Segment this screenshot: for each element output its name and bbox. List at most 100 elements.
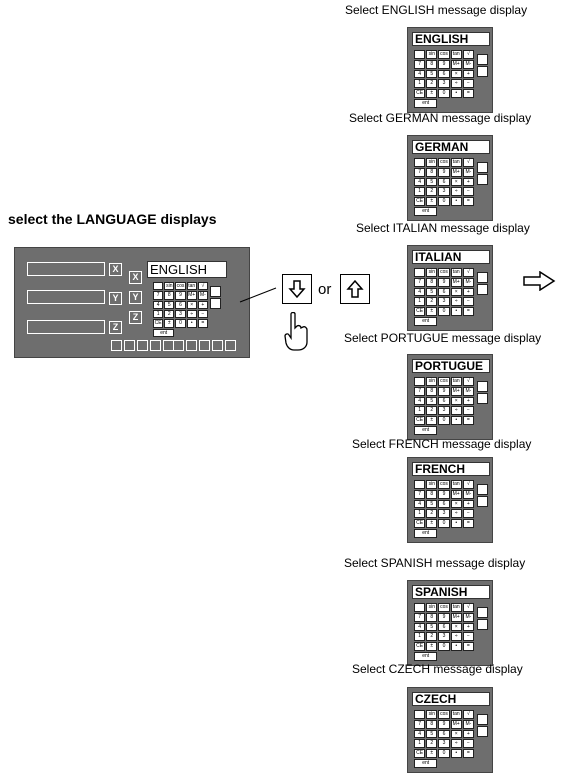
keypad-key[interactable]: 3 — [438, 187, 450, 197]
keypad-key[interactable]: + — [197, 300, 208, 309]
keypad-key[interactable]: ± — [426, 89, 438, 99]
keypad-key[interactable]: 3 — [438, 632, 450, 642]
side-key[interactable] — [477, 162, 488, 173]
keypad-key[interactable]: sin — [426, 603, 438, 612]
keypad-key[interactable]: 6 — [438, 499, 450, 509]
keypad-key[interactable]: ÷ — [450, 187, 462, 197]
up-arrow-key[interactable] — [340, 274, 370, 304]
side-key[interactable] — [477, 174, 488, 185]
keypad-key[interactable]: M+ — [450, 59, 462, 69]
keypad-key[interactable]: ent — [153, 328, 175, 337]
keypad-key[interactable]: sin — [426, 268, 438, 277]
keypad-key[interactable]: ent — [414, 426, 438, 435]
keypad-key[interactable]: 3 — [438, 79, 450, 89]
keypad-key[interactable]: M- — [197, 291, 208, 300]
keypad-key[interactable]: 5 — [426, 69, 438, 79]
keypad-key[interactable]: 5 — [164, 300, 175, 309]
keypad-key[interactable]: × — [186, 300, 197, 309]
keypad-key[interactable]: √ — [197, 282, 208, 291]
keypad-key[interactable]: M+ — [450, 719, 462, 729]
keypad-key[interactable]: tan — [450, 158, 462, 167]
keypad-key[interactable]: ent — [414, 759, 438, 768]
panel-side-key[interactable] — [210, 298, 221, 309]
keypad-key[interactable]: ent — [414, 529, 438, 538]
keypad-key[interactable]: 9 — [438, 612, 450, 622]
keypad-key[interactable]: = — [197, 319, 208, 328]
keypad-key[interactable]: 6 — [438, 287, 450, 297]
keypad-key[interactable]: 6 — [438, 622, 450, 632]
keypad-key[interactable]: 2 — [426, 297, 438, 307]
keypad-key[interactable]: 0 — [175, 319, 186, 328]
function-key[interactable] — [212, 340, 223, 351]
keypad-key[interactable]: 0 — [438, 416, 450, 426]
keypad-key[interactable]: × — [450, 729, 462, 739]
side-key[interactable] — [477, 393, 488, 404]
keypad-key[interactable]: 3 — [438, 406, 450, 416]
keypad-key[interactable]: √ — [462, 480, 474, 489]
keypad-key[interactable]: 4 — [414, 177, 426, 187]
keypad-key[interactable]: 2 — [426, 187, 438, 197]
keypad-key[interactable]: × — [450, 177, 462, 187]
keypad-key[interactable]: √ — [462, 710, 474, 719]
keypad-key[interactable]: 9 — [438, 277, 450, 287]
keypad-key[interactable]: CE — [414, 749, 426, 759]
keypad-key[interactable]: 1 — [414, 297, 426, 307]
keypad-key[interactable]: √ — [462, 268, 474, 277]
keypad-key[interactable]: sin — [426, 50, 438, 59]
side-key[interactable] — [477, 54, 488, 65]
keypad-key[interactable]: 8 — [164, 291, 175, 300]
keypad-key[interactable]: sin — [164, 282, 175, 291]
keypad-key[interactable]: 0 — [438, 307, 450, 317]
keypad-key[interactable]: M- — [462, 386, 474, 396]
keypad-key[interactable]: × — [450, 622, 462, 632]
keypad-key[interactable]: cos — [438, 710, 450, 719]
axis-z-button[interactable]: Z — [109, 321, 122, 334]
keypad-key[interactable] — [414, 158, 426, 167]
keypad-key[interactable]: 1 — [414, 632, 426, 642]
keypad-key[interactable]: = — [462, 519, 474, 529]
keypad-key[interactable]: 2 — [426, 509, 438, 519]
keypad-key[interactable]: 6 — [438, 396, 450, 406]
keypad-key[interactable]: 6 — [438, 69, 450, 79]
keypad-key[interactable]: 4 — [414, 69, 426, 79]
keypad-key[interactable]: 1 — [153, 309, 164, 319]
keypad-key[interactable]: 2 — [426, 79, 438, 89]
side-key[interactable] — [477, 272, 488, 283]
keypad-key[interactable]: 3 — [438, 509, 450, 519]
keypad-key[interactable]: ÷ — [450, 509, 462, 519]
keypad-key[interactable]: 9 — [175, 291, 186, 300]
keypad-key[interactable]: 8 — [426, 612, 438, 622]
keypad-key[interactable]: − — [462, 509, 474, 519]
keypad-key[interactable]: ent — [414, 99, 438, 108]
keypad-key[interactable]: 4 — [414, 499, 426, 509]
keypad-key[interactable]: cos — [438, 480, 450, 489]
down-arrow-key[interactable] — [282, 274, 312, 304]
keypad-key[interactable]: M- — [462, 719, 474, 729]
side-key[interactable] — [477, 484, 488, 495]
function-key[interactable] — [111, 340, 122, 351]
keypad-key[interactable]: 2 — [426, 406, 438, 416]
keypad-key[interactable]: CE — [414, 197, 426, 207]
keypad-key[interactable] — [414, 603, 426, 612]
keypad-key[interactable]: sin — [426, 158, 438, 167]
keypad-key[interactable]: ± — [426, 519, 438, 529]
keypad-key[interactable]: • — [450, 416, 462, 426]
keypad-key[interactable]: 5 — [426, 622, 438, 632]
keypad-key[interactable]: 8 — [426, 489, 438, 499]
keypad-key[interactable]: 5 — [426, 177, 438, 187]
keypad-key[interactable] — [414, 480, 426, 489]
keypad-key[interactable]: ± — [426, 197, 438, 207]
keypad-key[interactable]: 4 — [414, 287, 426, 297]
keypad-key[interactable]: ± — [426, 749, 438, 759]
keypad-key[interactable]: • — [186, 319, 197, 328]
keypad-key[interactable]: 7 — [153, 291, 164, 300]
keypad-key[interactable] — [414, 268, 426, 277]
keypad-key[interactable]: 3 — [438, 297, 450, 307]
keypad-key[interactable]: tan — [450, 603, 462, 612]
keypad-key[interactable]: 0 — [438, 519, 450, 529]
side-key[interactable] — [477, 607, 488, 618]
keypad-key[interactable]: = — [462, 416, 474, 426]
function-key[interactable] — [150, 340, 161, 351]
keypad-key[interactable]: × — [450, 499, 462, 509]
keypad-key[interactable]: × — [450, 396, 462, 406]
